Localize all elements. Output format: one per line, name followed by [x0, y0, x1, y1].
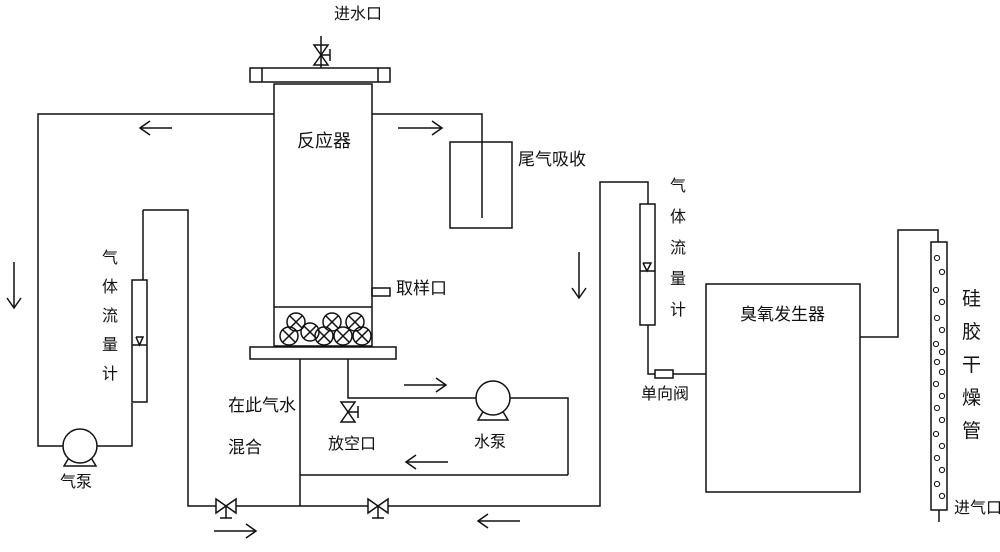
arrow-right-bottom: [214, 523, 258, 539]
flowmeter-left-char-1: 气: [102, 248, 119, 267]
silica-gel-drying-tube: [930, 241, 948, 522]
arrow-left-mixing: [404, 454, 448, 470]
ozone-generator-box: [705, 283, 861, 493]
flowmeter-left-char-3: 流: [102, 306, 119, 325]
bottom-valve-right: [367, 497, 389, 519]
packing-media: [279, 312, 372, 346]
tail-gas-absorption-label: 尾气吸收: [518, 150, 586, 170]
drying-tube-char-1: 硅: [962, 288, 982, 310]
drying-tube-connection: [860, 229, 939, 338]
flowmeter-left-char-5: 计: [102, 364, 119, 383]
flowmeter-right-char-3: 流: [670, 238, 687, 257]
drying-tube-char-2: 胶: [962, 321, 982, 343]
gas-recirculation-line: [37, 113, 368, 507]
flowmeter-right-char-1: 气: [670, 176, 687, 195]
mixing-label-line2: 混合: [228, 438, 262, 458]
bottom-valve-left: [215, 497, 237, 519]
water-pump-label: 水泵: [474, 432, 507, 451]
drying-tube-char-5: 管: [962, 420, 982, 442]
arrow-down-right: [571, 252, 587, 300]
sampling-port-stub: [371, 287, 391, 297]
ozone-feed-line: [388, 181, 706, 507]
air-pump-label: 气泵: [60, 472, 93, 491]
vent-port-label: 放空口: [328, 434, 377, 453]
reactor-label: 反应器: [297, 131, 351, 152]
ozone-generator-label: 臭氧发生器: [740, 305, 825, 325]
mixing-label-line1: 在此气水: [228, 396, 296, 416]
vent-valve: [339, 401, 359, 423]
reactor-vessel: [249, 67, 397, 360]
drying-tube-char-3: 干: [962, 354, 982, 376]
arrow-down-left: [6, 262, 22, 310]
arrow-right-pump: [404, 377, 448, 393]
air-pump: [62, 428, 98, 467]
air-inlet-label: 进气口: [954, 498, 1000, 517]
flowmeter-right-char-4: 量: [670, 269, 687, 288]
flowmeter-right: [639, 203, 656, 326]
mixing-pipe: [299, 359, 569, 506]
water-inlet-label: 进水口: [334, 4, 383, 23]
flowmeter-left-label: 气 体 流 量 计: [102, 250, 118, 382]
drying-tube-label: 硅 胶 干 燥 管: [962, 290, 981, 441]
flowmeter-right-char-5: 计: [670, 300, 687, 319]
arrow-left-bottom: [476, 513, 520, 529]
water-pump: [475, 380, 511, 421]
flowmeter-right-label: 气 体 流 量 计: [670, 178, 686, 318]
flowmeter-left-char-2: 体: [102, 277, 119, 296]
sampling-port-label: 取样口: [396, 279, 447, 299]
flowmeter-left: [131, 210, 148, 403]
arrow-right-top: [398, 120, 444, 136]
check-valve-label: 单向阀: [641, 384, 690, 403]
water-inlet-valve: [312, 36, 331, 68]
drying-tube-char-4: 燥: [962, 387, 982, 409]
flowmeter-right-char-2: 体: [670, 207, 687, 226]
flowmeter-left-char-4: 量: [102, 335, 119, 354]
arrow-left-top: [138, 120, 172, 136]
tail-gas-absorber: [372, 113, 513, 229]
